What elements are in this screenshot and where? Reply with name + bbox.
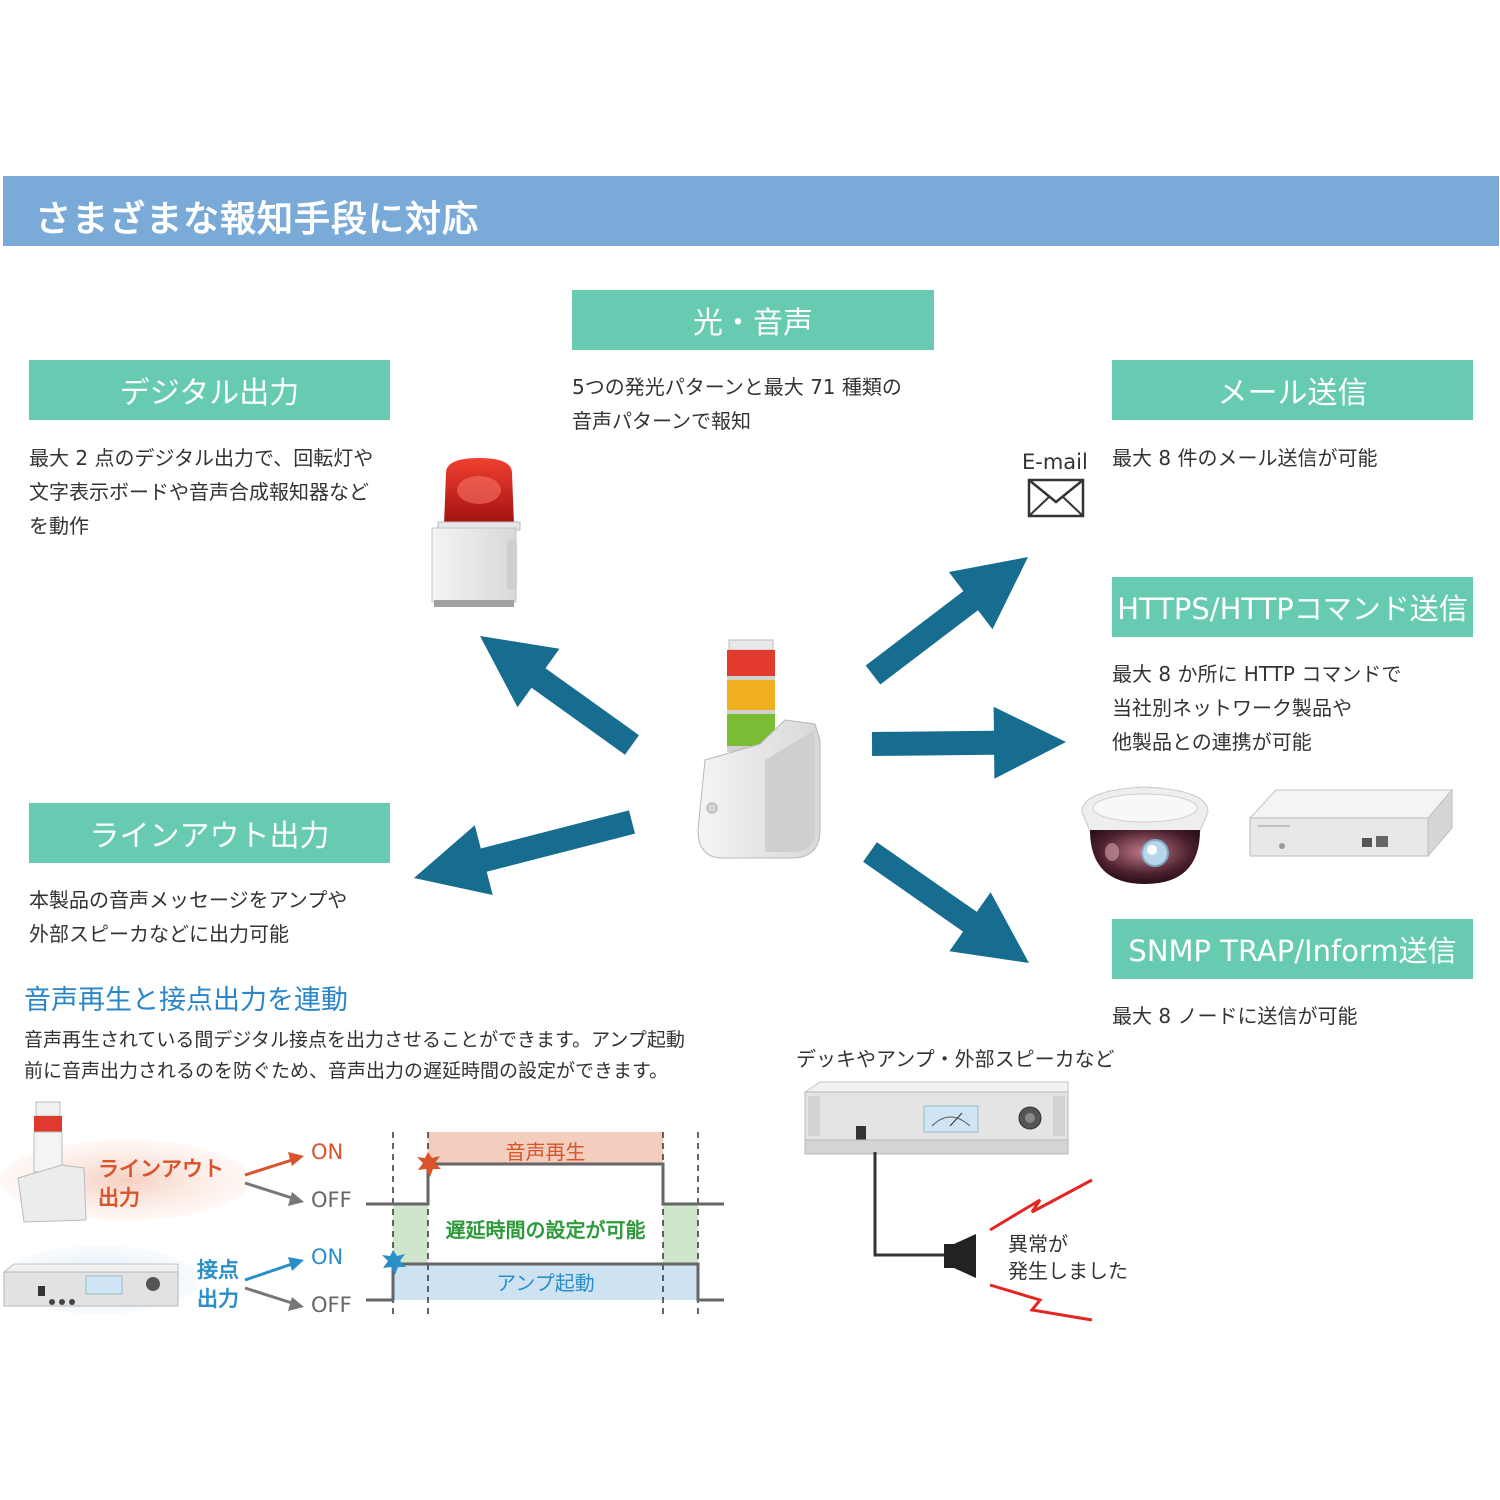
alert-line: 発生しました — [1008, 1259, 1128, 1283]
arrow-to-rotating-lamp — [480, 636, 639, 755]
linkage-title: 音声再生と接点出力を連動 — [24, 985, 348, 1016]
contact-on-label: ON — [311, 1245, 344, 1269]
network-box-illustration — [1248, 788, 1453, 858]
alert-message: 異常が 発生しました — [1008, 1231, 1128, 1285]
desc-http: 最大 8 か所に HTTP コマンドで 当社別ネットワーク製品や 他製品との連携… — [1112, 657, 1401, 759]
banner-title: さまざまな報知手段に対応 — [35, 199, 480, 240]
timing-chart — [366, 1132, 724, 1318]
envelope-icon — [1027, 478, 1085, 518]
speaker-illustration — [873, 1152, 1093, 1322]
linkage-description: 音声再生されている間デジタル接点を出力させることができます。アンプ起動 前に音声… — [24, 1025, 685, 1087]
desc-digital-out: 最大 2 点のデジタル出力で、回転灯や 文字表示ボードや音声合成報知器など を動… — [29, 441, 373, 543]
lineout-on-label: ON — [311, 1140, 344, 1164]
section-banner: さまざまな報知手段に対応 — [3, 176, 1499, 246]
desc-line: 最大 8 件のメール送信が可能 — [1112, 446, 1378, 470]
contact-output-label: 接点 出力 — [197, 1256, 239, 1314]
desc-line: 5つの発光パターンと最大 71 種類の — [572, 375, 902, 399]
arrow-group — [414, 557, 1066, 963]
desc-line: 最大 2 点のデジタル出力で、回転灯や — [29, 446, 374, 470]
desc-line: 文字表示ボードや音声合成報知器など — [29, 480, 369, 504]
desc-line-out: 本製品の音声メッセージをアンプや 外部スピーカなどに出力可能 — [29, 883, 347, 951]
desc-line: 他製品との連携が可能 — [1112, 730, 1312, 754]
amp-start-label: アンプ起動 — [496, 1271, 595, 1295]
alert-line: 異常が — [1008, 1232, 1068, 1256]
label-line: 出力 — [98, 1186, 140, 1210]
desc-line: 最大 8 か所に HTTP コマンドで — [1112, 662, 1402, 686]
desc-line: 最大 8 ノードに送信が可能 — [1112, 1004, 1358, 1028]
delay-setting-label: 遅延時間の設定が可能 — [445, 1218, 646, 1242]
arrow-to-line-out — [414, 810, 635, 895]
rack-amp-illustration — [803, 1081, 1069, 1155]
desc-line: 音声再生されている間デジタル接点を出力させることができます。アンプ起動 — [24, 1029, 685, 1051]
label-line: 出力 — [197, 1287, 239, 1311]
desc-light-sound: 5つの発光パターンと最大 71 種類の 音声パターンで報知 — [572, 370, 902, 438]
arrow-to-http — [871, 706, 1066, 779]
contact-off-label: OFF — [311, 1293, 352, 1317]
lineout-output-label: ラインアウト 出力 — [98, 1155, 224, 1213]
desc-mail: 最大 8 件のメール送信が可能 — [1112, 441, 1377, 475]
deck-caption: デッキやアンプ・外部スピーカなど — [796, 1047, 1115, 1071]
header-http: HTTPS/HTTPコマンド送信 — [1112, 577, 1473, 637]
desc-line: 当社別ネットワーク製品や — [1112, 696, 1352, 720]
header-snmp: SNMP TRAP/Inform送信 — [1112, 919, 1473, 979]
desc-line: を動作 — [29, 514, 89, 538]
header-digital-out: デジタル出力 — [29, 360, 390, 420]
desc-snmp: 最大 8 ノードに送信が可能 — [1112, 999, 1357, 1033]
header-light-sound: 光・音声 — [572, 290, 934, 350]
signal-tower-illustration — [697, 639, 821, 859]
dome-camera-illustration — [1081, 786, 1209, 884]
lineout-off-label: OFF — [311, 1188, 352, 1212]
desc-line: 前に音声出力されるのを防ぐため、音声出力の遅延時間の設定ができます。 — [24, 1060, 669, 1082]
label-line: ラインアウト — [98, 1157, 224, 1181]
arrow-to-snmp — [863, 842, 1029, 963]
header-mail: メール送信 — [1112, 360, 1473, 420]
header-line-out: ラインアウト出力 — [29, 803, 390, 863]
timing-device-images — [0, 1101, 250, 1314]
rotating-lamp-illustration — [431, 458, 521, 607]
email-label: E-mail — [1022, 450, 1088, 474]
label-line: 接点 — [197, 1258, 239, 1282]
desc-line: 本製品の音声メッセージをアンプや — [29, 888, 348, 912]
sound-play-label: 音声再生 — [505, 1140, 586, 1164]
arrow-to-mail — [865, 557, 1028, 685]
desc-line: 音声パターンで報知 — [572, 409, 751, 433]
desc-line: 外部スピーカなどに出力可能 — [29, 922, 289, 946]
timing-pointer-arrows — [244, 1152, 304, 1311]
